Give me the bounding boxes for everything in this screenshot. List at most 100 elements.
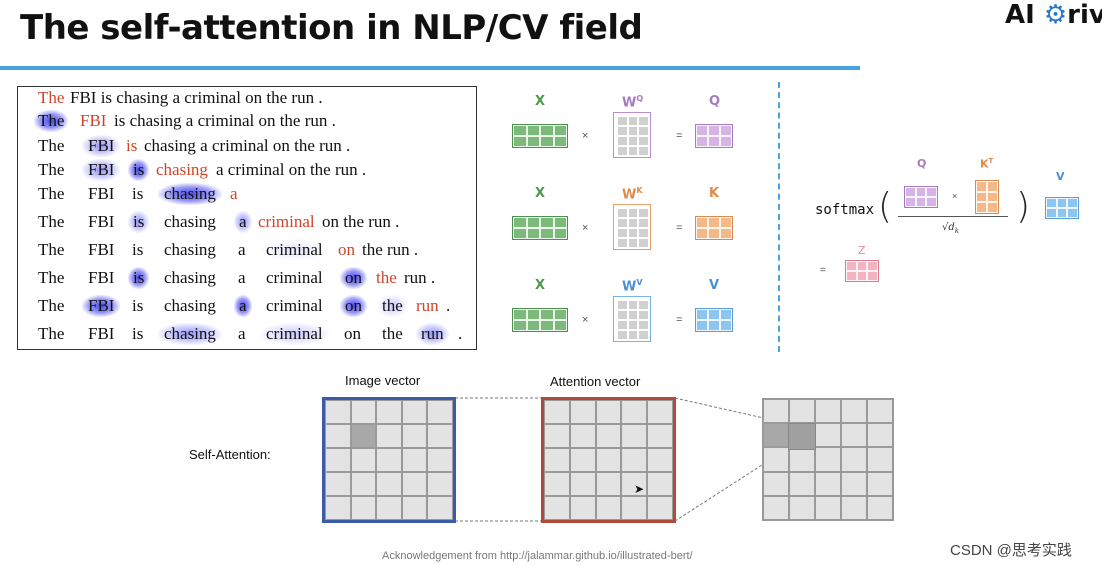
word: is [128,159,150,181]
kt-base: K [980,157,989,171]
fraction-bar [898,216,1008,217]
word: a [238,324,246,343]
sqrt-sub: k [954,227,960,235]
wq-label: WQ [622,94,643,110]
word: the [378,295,407,317]
word: is [128,267,150,289]
word: the [382,324,403,343]
sentence-row: The FBI is chasing a criminal on the run… [18,323,478,345]
mouse-cursor-icon: ➤ [634,482,645,496]
logo-text-right: riv [1067,0,1102,30]
word: The [38,136,65,155]
wk-base: W [622,187,637,203]
formula-q-matrix [904,186,938,208]
gear-icon: ⚙ [1043,0,1068,30]
wv-label: WV [622,278,643,294]
word: run [416,323,449,345]
word: FBI [88,240,115,259]
connector-line [674,446,791,522]
word: chasing [164,240,216,259]
word: chasing [164,212,216,231]
word: The [34,110,69,132]
word: The [38,160,65,179]
word: a criminal on the run . [216,160,367,179]
word: a [234,295,252,317]
sqrt-base: √d [942,222,955,233]
word: criminal [266,296,323,315]
word: The [38,184,65,203]
word: FBI [88,184,115,203]
word: on [344,324,361,343]
formula-v-matrix [1045,197,1079,219]
wq-base: W [622,95,637,111]
section-divider [778,82,780,352]
sqrt-dk: √dk [942,222,959,235]
equals-sign: = [820,265,826,276]
logo: AI ⚙riv [1005,0,1102,30]
word: on the run . [322,212,400,231]
x-matrix-k [512,216,568,240]
word: . [446,296,451,315]
formula-kt-label: KT [980,157,993,171]
output-grid [762,398,894,521]
word: run [416,296,439,315]
word: The [38,324,65,343]
word: chasing [158,323,222,345]
attention-vector-label: Attention vector [550,374,641,389]
title-underline [0,66,860,70]
word: is [128,211,150,233]
word: The [38,296,65,315]
times-sign: × [582,314,589,326]
softmax-text: softmax [815,202,875,218]
page-title: The self-attention in NLP/CV field [20,8,643,48]
sentence-row: The FBI is chasing a criminal on the run… [18,87,478,109]
sentence-row: The FBI is chasing a criminal on the run… [18,239,478,261]
logo-text-left: AI [1005,0,1044,30]
wv-base: W [622,279,637,295]
formula-z-label: Z [858,244,866,257]
times-sign: × [582,222,589,234]
left-paren: ( [878,186,893,227]
times-sign: × [952,191,958,201]
kt-sup: T [988,157,994,165]
word: FBI [82,295,121,317]
word: run . [404,268,436,287]
word: chasing [164,268,216,287]
wq-matrix [613,112,651,158]
output-highlight-cell [788,423,816,450]
watermark: CSDN @思考实践 [950,542,1072,559]
v-matrix [695,308,733,332]
right-paren: ) [1016,186,1031,227]
wq-sup: Q [636,94,644,103]
word: is chasing a criminal on the run . [114,111,336,130]
word: chasing [164,296,216,315]
x-matrix-v [512,308,568,332]
equals-sign: = [676,130,683,142]
wv-matrix [613,296,651,342]
word: is [132,296,144,315]
word: chasing [158,183,222,205]
attention-vector-grid [541,397,676,523]
word: The [38,212,65,231]
equals-sign: = [676,222,683,234]
word: on [340,267,367,289]
word: criminal [266,268,323,287]
acknowledgement-text: Acknowledgement from http://jalammar.git… [382,550,693,562]
word: . [458,324,463,343]
word: the [376,268,397,287]
k-label: K [709,186,720,201]
z-matrix [845,260,879,282]
word: criminal [260,239,329,261]
word: The [38,88,65,107]
word: FBI is chasing a criminal on the run . [70,88,323,107]
equals-sign: = [676,314,683,326]
word: is [126,136,138,155]
word: criminal [260,323,329,345]
formula-v-label: V [1056,170,1065,183]
v-label: V [709,278,720,293]
k-matrix [695,216,733,240]
wk-label: WK [622,186,643,202]
word: chasing a criminal on the run . [144,136,351,155]
formula-kt-matrix [975,180,999,214]
